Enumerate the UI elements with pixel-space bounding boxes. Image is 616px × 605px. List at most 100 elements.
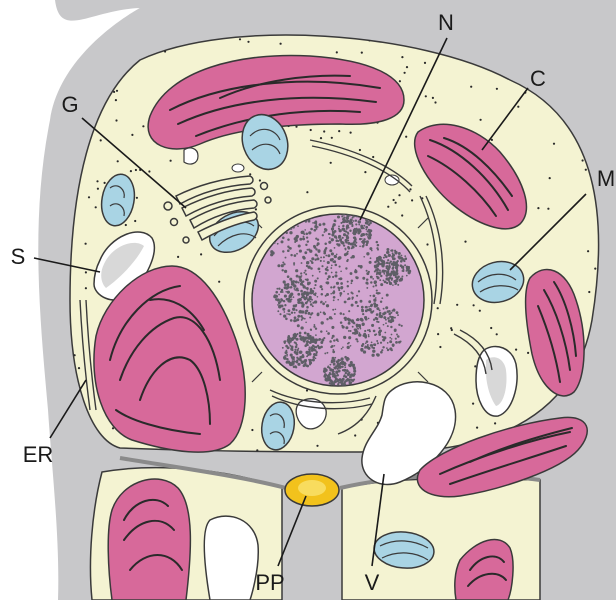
- chromatin-speck: [282, 250, 284, 252]
- chromatin-speck: [304, 251, 307, 254]
- chromatin-speck: [325, 295, 327, 297]
- chromatin-speck: [392, 284, 394, 286]
- chromatin-speck: [359, 245, 361, 247]
- label-golgi: G: [61, 92, 78, 117]
- chromatin-speck: [369, 261, 372, 264]
- chromatin-speck: [389, 340, 392, 343]
- chromatin-speck: [317, 249, 320, 252]
- plasmodesmata-highlight: [298, 480, 326, 496]
- chromatin-speck: [325, 281, 327, 283]
- chromatin-speck: [340, 282, 343, 285]
- chromatin-speck: [405, 257, 408, 260]
- chromatin-speck: [312, 305, 314, 307]
- chromatin-speck: [406, 270, 408, 272]
- chromatin-speck: [331, 272, 333, 274]
- chromatin-speck: [320, 302, 322, 304]
- chromatin-speck: [285, 257, 287, 259]
- chromatin-speck: [361, 238, 363, 240]
- chromatin-speck: [391, 349, 393, 351]
- granule: [135, 169, 137, 171]
- chromatin-speck: [348, 247, 351, 250]
- chromatin-speck: [346, 224, 349, 227]
- chromatin-speck: [326, 318, 328, 320]
- chromatin-speck: [284, 270, 287, 273]
- chromatin-speck: [311, 257, 314, 260]
- chromatin-speck: [305, 351, 308, 354]
- chromatin-speck: [306, 233, 309, 236]
- chromatin-speck: [289, 295, 292, 298]
- granule: [437, 333, 439, 335]
- chromatin-speck: [356, 276, 359, 279]
- granule: [320, 137, 322, 139]
- chromatin-speck: [352, 255, 355, 258]
- chromatin-speck: [291, 356, 294, 359]
- chromatin-speck: [358, 333, 361, 336]
- granule: [78, 367, 80, 369]
- chromatin-speck: [314, 221, 317, 224]
- chromatin-speck: [289, 313, 291, 315]
- chromatin-speck: [304, 270, 306, 272]
- chromatin-speck: [306, 278, 309, 281]
- chromatin-speck: [401, 255, 403, 257]
- chromatin-speck: [309, 361, 312, 364]
- chromatin-speck: [343, 369, 346, 372]
- chromatin-speck: [398, 258, 400, 260]
- chromatin-speck: [305, 322, 307, 324]
- chromatin-speck: [316, 257, 319, 260]
- granule: [177, 256, 179, 258]
- chromatin-speck: [339, 266, 341, 268]
- chromatin-speck: [333, 339, 335, 341]
- chromatin-speck: [311, 340, 313, 342]
- chromatin-speck: [378, 327, 380, 329]
- chromatin-speck: [285, 291, 287, 293]
- chromatin-speck: [337, 243, 340, 246]
- chromatin-speck: [282, 237, 285, 240]
- chromatin-speck: [301, 355, 304, 358]
- chromatin-speck: [382, 270, 385, 273]
- chromatin-speck: [332, 225, 334, 227]
- chromatin-speck: [404, 264, 406, 266]
- chromatin-speck: [365, 318, 368, 321]
- chromatin-speck: [286, 351, 288, 353]
- chromatin-speck: [299, 332, 302, 335]
- granule: [479, 310, 481, 312]
- chromatin-speck: [317, 313, 320, 316]
- chromatin-speck: [378, 333, 381, 336]
- chromatin-speck: [349, 381, 352, 384]
- granule: [409, 188, 411, 190]
- chromatin-speck: [282, 347, 284, 349]
- chromatin-speck: [293, 334, 296, 337]
- chromatin-speck: [380, 263, 382, 265]
- granule: [136, 197, 138, 199]
- chromatin-speck: [387, 268, 390, 271]
- granule: [336, 51, 338, 53]
- chromatin-speck: [325, 229, 328, 232]
- chromatin-speck: [350, 291, 352, 293]
- chromatin-speck: [327, 261, 330, 264]
- chromatin-speck: [397, 335, 400, 338]
- chromatin-speck: [343, 233, 346, 236]
- chromatin-speck: [395, 338, 397, 340]
- chromatin-speck: [325, 301, 327, 303]
- granule: [113, 91, 115, 93]
- chromatin-speck: [329, 237, 331, 239]
- chromatin-speck: [383, 316, 386, 319]
- chromatin-speck: [371, 342, 373, 344]
- chromatin-speck: [353, 378, 355, 380]
- chromatin-speck: [308, 220, 311, 223]
- chromatin-speck: [354, 329, 357, 332]
- chromatin-speck: [378, 256, 381, 259]
- granule: [527, 352, 529, 354]
- chromatin-speck: [386, 294, 389, 297]
- chromatin-speck: [340, 379, 343, 382]
- chromatin-speck: [395, 279, 397, 281]
- chromatin-speck: [326, 330, 328, 332]
- chromatin-speck: [315, 334, 317, 336]
- chromatin-speck: [379, 292, 381, 294]
- chromatin-speck: [293, 296, 295, 298]
- chromatin-speck: [320, 256, 322, 258]
- chromatin-speck: [346, 357, 348, 359]
- chromatin-speck: [345, 363, 347, 365]
- granule: [537, 207, 539, 209]
- chromatin-speck: [392, 261, 395, 264]
